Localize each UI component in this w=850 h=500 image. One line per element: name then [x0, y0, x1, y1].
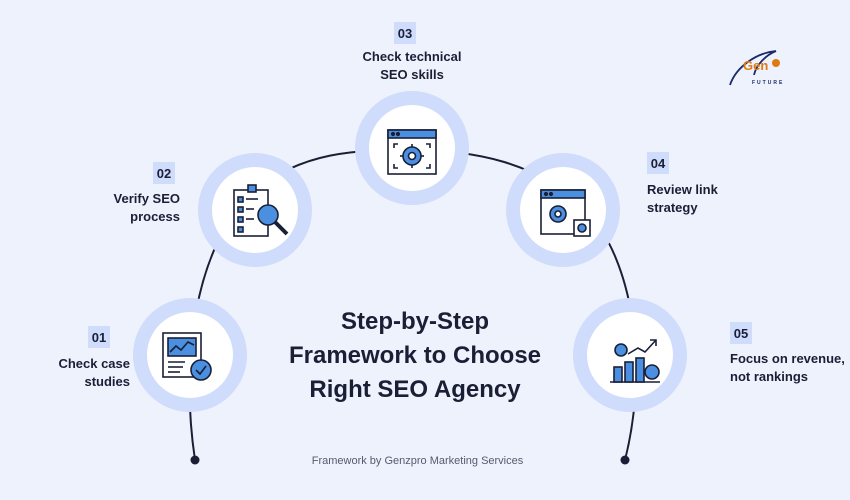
credit-text: Framework by Genzpro Marketing Services — [311, 455, 524, 467]
arc-end-dot-right — [620, 455, 630, 465]
step-number-01: 01 — [88, 326, 110, 348]
logo-text: Gen — [743, 58, 769, 73]
step-number-02: 02 — [153, 162, 175, 184]
step-label-01: Check case studies — [40, 355, 130, 391]
step-circle-05 — [573, 298, 687, 412]
arc-end-dot-left — [190, 455, 200, 465]
step-label-03-line-2: SEO skills — [380, 67, 444, 82]
logo-swoosh-icon — [729, 50, 780, 86]
step-label-03: Check technical SEO skills — [342, 48, 482, 84]
step-label-04: Review link strategy — [647, 181, 747, 217]
step-number-04: 04 — [647, 152, 669, 174]
step-number-03: 03 — [394, 22, 416, 44]
step-label-05: Focus on revenue, not rankings — [730, 350, 848, 386]
step-label-04-line-2: strategy — [647, 200, 698, 215]
step-circle-02 — [198, 153, 312, 267]
browser-gear-icon — [387, 129, 437, 175]
step-label-01-line-1: Check case — [58, 356, 130, 371]
title-line-1: Step-by-Step — [340, 308, 489, 335]
window-gears-icon — [540, 189, 591, 237]
diagram-title: Step-by-Step Framework to Choose Right S… — [265, 305, 565, 407]
case-study-report-icon — [162, 332, 212, 381]
step-label-01-line-2: studies — [84, 374, 130, 389]
step-circle-01 — [133, 298, 247, 412]
step-label-05-line-2: not rankings — [730, 369, 809, 384]
step-circle-03 — [355, 91, 469, 205]
step-label-02-line-1: Verify SEO — [113, 191, 180, 206]
title-line-3: Right SEO Agency — [309, 376, 521, 403]
step-number-05: 05 — [730, 322, 752, 344]
title-line-2: Framework to Choose — [288, 342, 542, 369]
step-label-02-line-2: process — [130, 209, 180, 224]
step-label-03-line-1: Check technical — [362, 49, 462, 64]
logo-bulb-icon — [772, 59, 780, 67]
step-label-05-line-1: Focus on revenue, — [730, 351, 845, 366]
step-label-02: Verify SEO process — [90, 190, 180, 226]
step-circle-04 — [506, 153, 620, 267]
revenue-chart-icon — [610, 339, 660, 383]
logo-subtext: FUTURE — [752, 80, 785, 86]
checklist-magnifier-icon — [233, 184, 289, 237]
step-label-04-line-1: Review link — [647, 182, 718, 197]
